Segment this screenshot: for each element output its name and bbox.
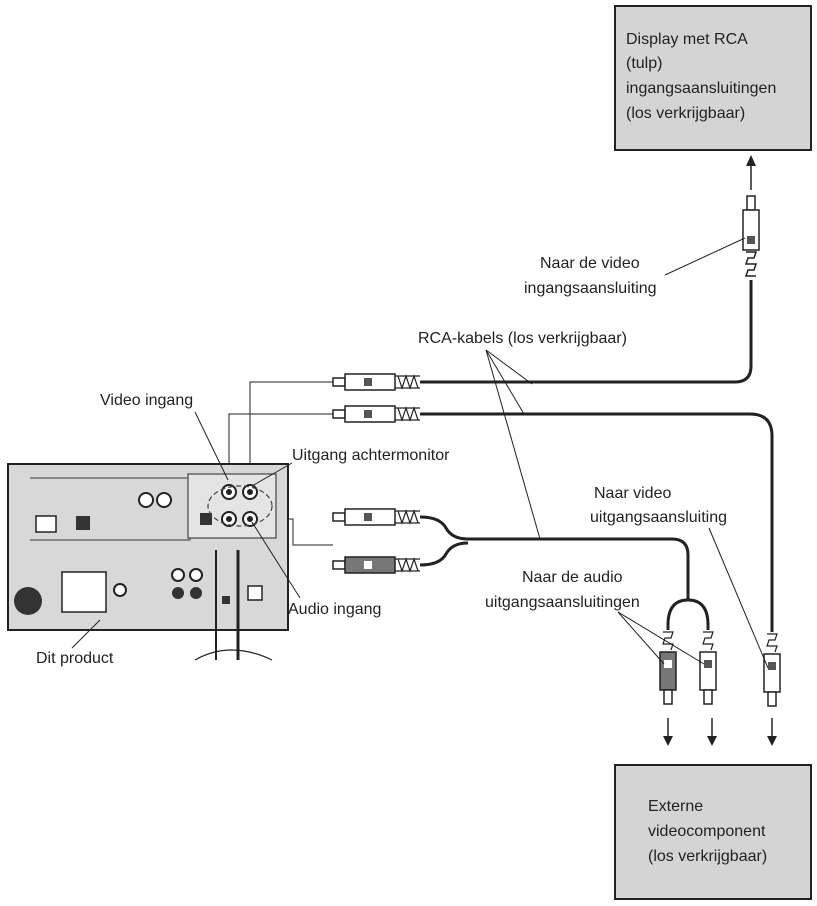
rca-plug-top xyxy=(332,373,420,391)
cable-to-display xyxy=(420,280,753,384)
wire-audio-in xyxy=(284,518,333,546)
label-naar-video-in-2: ingangsaansluiting xyxy=(524,280,657,297)
display-box-line-2: (tulp) xyxy=(626,55,662,72)
external-box: Externe videocomponent (los verkrijgbaar… xyxy=(614,764,812,900)
wire-video-in xyxy=(249,381,333,470)
label-naar-video-uit-2: uitgangsaansluiting xyxy=(590,509,727,526)
label-naar-video-uit-1: Naar video xyxy=(594,485,671,502)
display-rca-plug xyxy=(742,195,760,277)
external-box-line-2: videocomponent xyxy=(648,823,766,840)
video-out-plug xyxy=(763,633,781,707)
label-video-ingang: Video ingang xyxy=(100,392,193,409)
wire-monitor-out xyxy=(228,413,333,470)
arrow-up-icon xyxy=(746,155,756,190)
arrow-down-icon xyxy=(663,718,777,746)
label-dit-product: Dit product xyxy=(36,650,114,667)
display-box-line-4: (los verkrijgbaar) xyxy=(626,105,745,122)
display-box: Display met RCA (tulp) ingangsaansluitin… xyxy=(614,5,812,151)
label-naar-audio-uit-2: uitgangsaansluitingen xyxy=(485,594,640,611)
audio-plug-grey xyxy=(332,556,420,574)
display-box-line-1: Display met RCA xyxy=(626,31,748,48)
audio-plug-white xyxy=(332,508,420,526)
label-rca-cables: RCA-kabels (los verkrijgbaar) xyxy=(418,330,627,347)
product-back-panel xyxy=(7,463,289,661)
external-box-line-3: (los verkrijgbaar) xyxy=(648,848,767,865)
display-box-line-3: ingangsaansluitingen xyxy=(626,80,776,97)
rca-plug-second xyxy=(332,405,420,423)
label-naar-audio-uit-1: Naar de audio xyxy=(522,569,623,586)
label-naar-video-in-1: Naar de video xyxy=(540,255,640,272)
external-box-line-1: Externe xyxy=(648,798,703,815)
audio-out-plug-white xyxy=(699,631,717,705)
audio-out-plug-grey xyxy=(659,631,677,705)
label-audio-ingang: Audio ingang xyxy=(288,601,381,618)
cable-video-out xyxy=(420,412,774,632)
label-uitgang-achtermonitor: Uitgang achtermonitor xyxy=(292,447,450,464)
cable-audio-split xyxy=(666,598,710,630)
cable-audio xyxy=(419,515,690,600)
